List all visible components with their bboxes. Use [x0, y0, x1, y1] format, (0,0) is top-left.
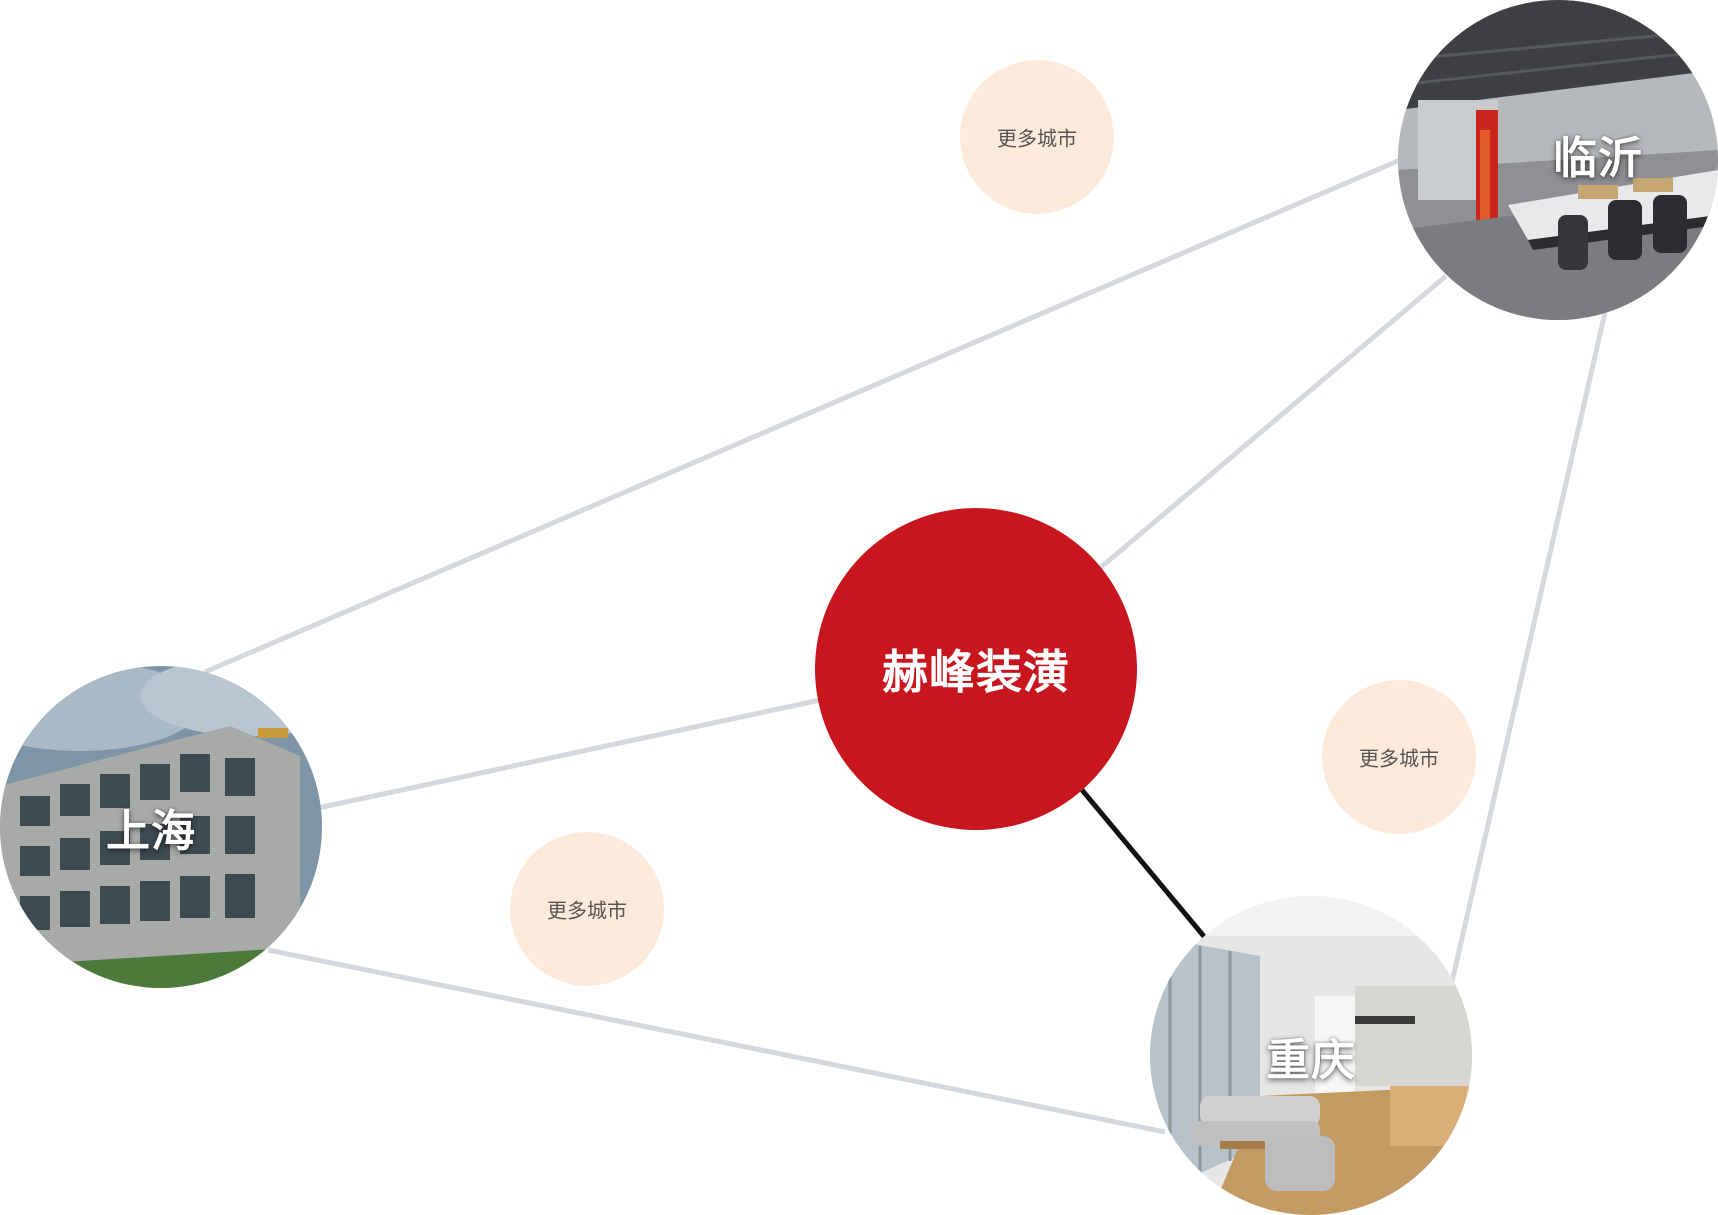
- line-shanghai-chongqing: [267, 947, 1166, 1135]
- more-cities-label: 更多城市: [1359, 746, 1439, 771]
- line-shanghai-linyi: [204, 157, 1401, 675]
- more-cities-label: 更多城市: [997, 126, 1077, 151]
- more-cities-label: 更多城市: [547, 898, 627, 923]
- city-label-chongqing: 重庆: [1266, 1034, 1356, 1086]
- more-cities-node[interactable]: 更多城市: [960, 60, 1114, 214]
- line-center-linyi: [1098, 274, 1448, 570]
- city-node-linyi[interactable]: 临沂: [1398, 0, 1718, 320]
- city-node-chongqing[interactable]: 重庆: [1150, 896, 1472, 1215]
- city-label-shanghai: 上海: [106, 806, 196, 857]
- center-label: 赫峰装潢: [882, 645, 1070, 699]
- glass-building-image: [0, 666, 322, 988]
- living-room-image: [1150, 896, 1472, 1215]
- more-cities-node[interactable]: 更多城市: [1322, 680, 1476, 834]
- city-label-linyi: 临沂: [1553, 132, 1643, 184]
- line-linyi-chongqing: [1449, 307, 1609, 983]
- city-node-shanghai[interactable]: 上海: [0, 666, 322, 988]
- center-node[interactable]: 赫峰装潢: [815, 508, 1137, 830]
- line-shanghai-center: [317, 697, 821, 811]
- office-interior-image: [1398, 0, 1718, 320]
- more-cities-node[interactable]: 更多城市: [510, 832, 664, 986]
